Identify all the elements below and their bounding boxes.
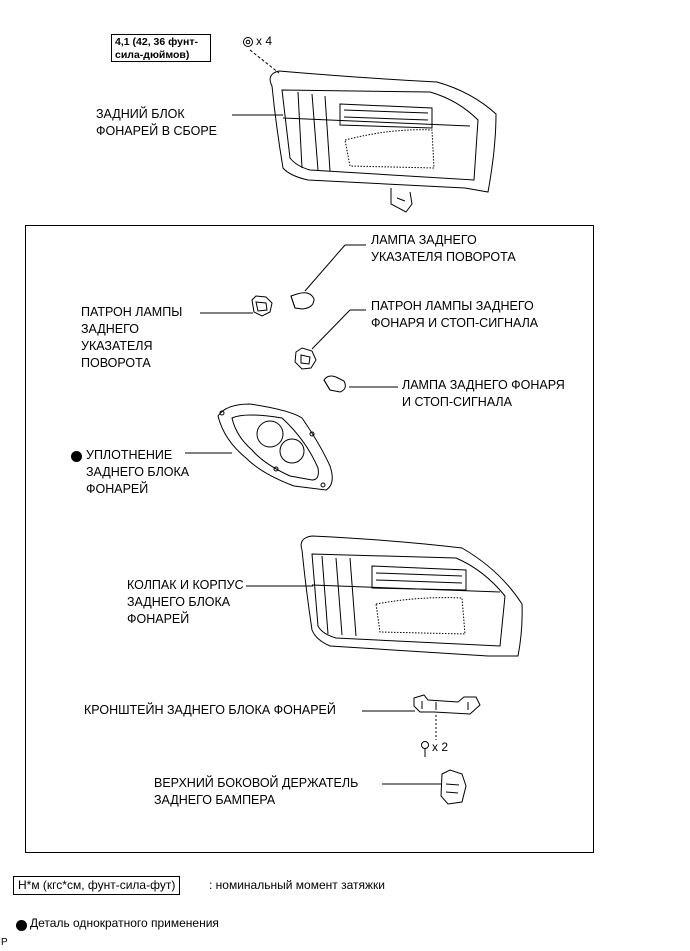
bracket-drawing: [413, 694, 481, 715]
label-gasket: УПЛОТНЕНИЕ ЗАДНЕГО БЛОКА ФОНАРЕЙ: [86, 448, 190, 496]
legend-torque-desc: : номинальный момент затяжки: [209, 878, 385, 892]
tail-socket-drawing: [294, 347, 317, 370]
screw-guide-line: [249, 49, 280, 74]
legend-single-use-text: Деталь однократного применения: [30, 916, 219, 930]
single-use-icon: [71, 451, 82, 462]
corner-letter: P: [1, 937, 8, 948]
screw-quantity: x 4: [256, 34, 273, 48]
bolt-icon: [421, 741, 429, 757]
label-lens-body: КОЛПАК И КОРПУС ЗАДНЕГО БЛОКА ФОНАРЕЙ: [127, 578, 244, 626]
components-frame: [25, 225, 594, 853]
torque-spec-box: 4,1 (42, 36 фунт- сила-дюймов): [111, 34, 211, 62]
leader-tail-socket: [311, 309, 351, 350]
tail-bulb-drawing: [323, 375, 346, 393]
label-tail-bulb: ЛАМПА ЗАДНЕГО ФОНАРЯ И СТОП-СИГНАЛА: [402, 378, 565, 409]
turn-socket-drawing: [251, 295, 273, 317]
label-bracket: КРОНШТЕЙН ЗАДНЕГО БЛОКА ФОНАРЕЙ: [84, 703, 336, 717]
lens-body-drawing: [300, 535, 523, 657]
label-turn-socket: ПАТРОН ЛАМПЫ ЗАДНЕГО УКАЗАТЕЛЯ ПОВОРОТА: [81, 305, 183, 370]
bolt-quantity: x 2: [432, 740, 449, 754]
screw-icon: [243, 37, 253, 47]
label-turn-bulb: ЛАМПА ЗАДНЕГО УКАЗАТЕЛЯ ПОВОРОТА: [371, 233, 516, 264]
legend-torque-unit: Н*м (кгс*см, фунт-сила-фут): [13, 876, 181, 895]
retainer-drawing: [440, 769, 467, 805]
turn-bulb-drawing: [290, 292, 315, 310]
label-tail-socket: ПАТРОН ЛАМПЫ ЗАДНЕГО ФОНАРЯ И СТОП-СИГНА…: [371, 299, 539, 330]
label-retainer: ВЕРХНИЙ БОКОВОЙ ДЕРЖАТЕЛЬ ЗАДНЕГО БАМПЕР…: [154, 776, 359, 807]
legend-single-use-icon: [16, 920, 27, 931]
label-rear-lamp-assy: ЗАДНИЙ БЛОК ФОНАРЕЙ В СБОРЕ: [96, 107, 218, 138]
rear-lamp-assy-drawing: [269, 70, 497, 213]
leader-turn-bulb: [304, 244, 346, 292]
gasket-drawing: [217, 403, 333, 491]
